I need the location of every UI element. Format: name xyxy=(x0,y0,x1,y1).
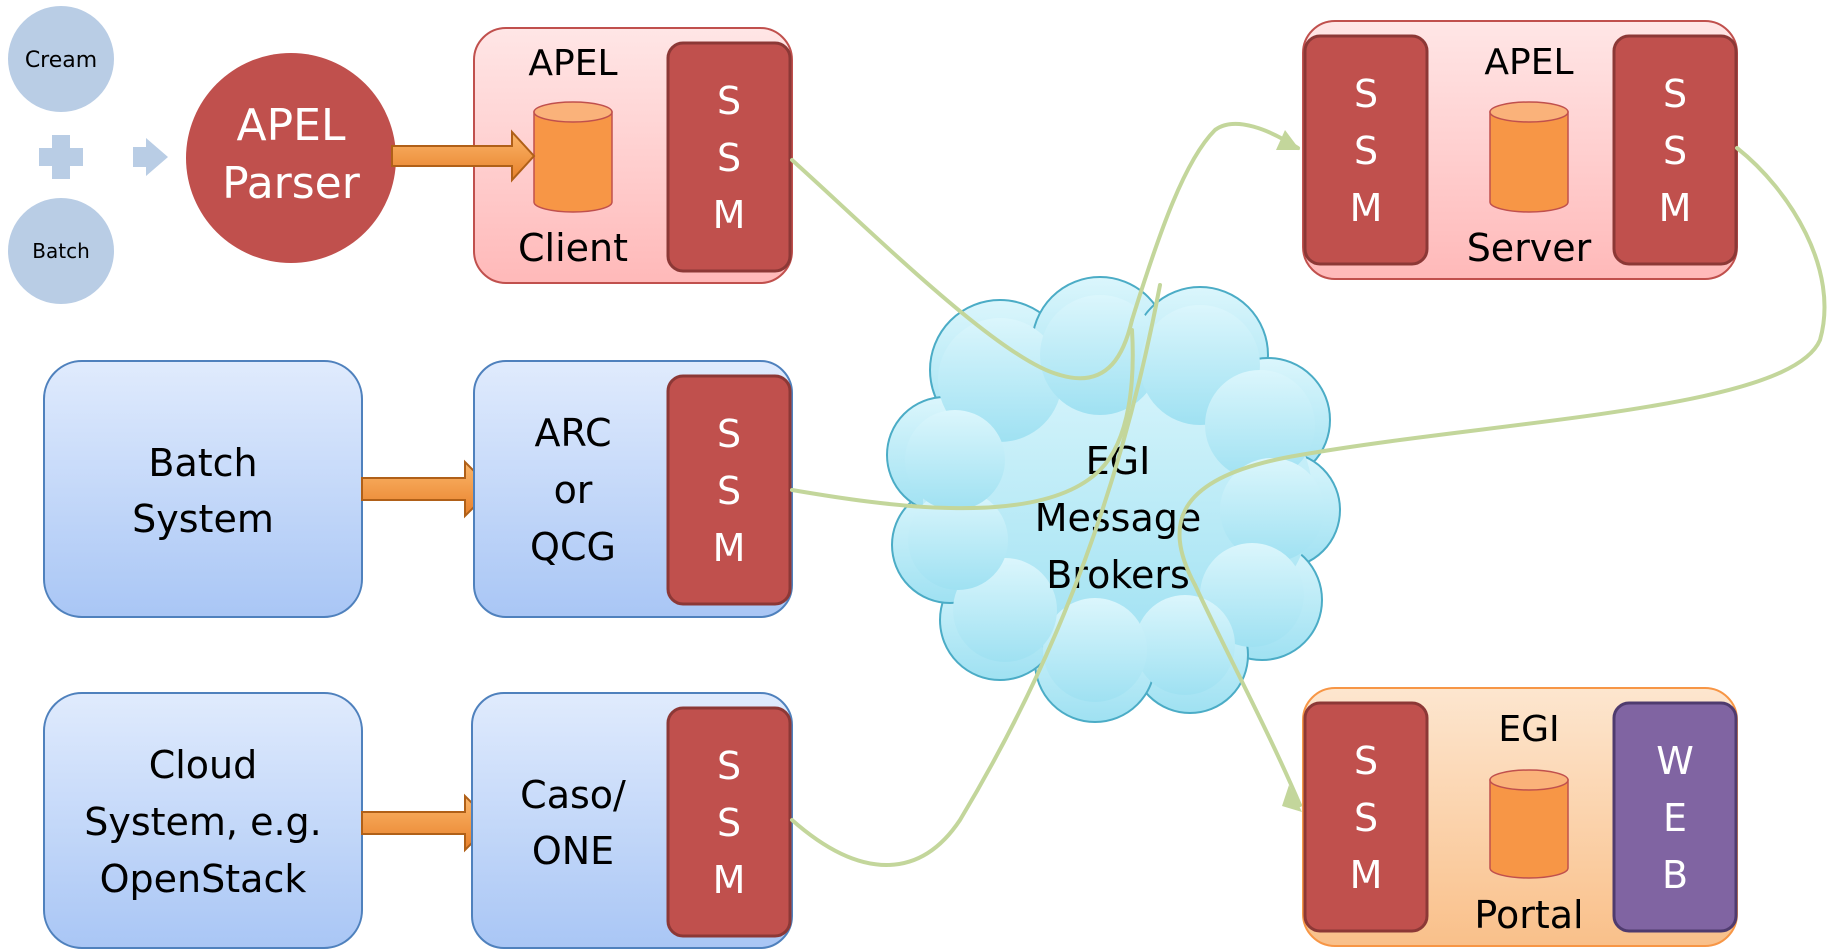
ssm-letter: S xyxy=(717,469,741,513)
ssm-letter: S xyxy=(717,136,741,180)
cream-node: Cream xyxy=(8,6,114,112)
caso-to-broker-connector xyxy=(790,283,1162,867)
arrowhead-icon xyxy=(1282,785,1302,812)
ssm-letter: S xyxy=(1663,72,1687,116)
cloud-system-box: Cloud System, e.g. OpenStack xyxy=(43,692,363,949)
apel-server-caption: Server xyxy=(1467,226,1592,270)
plus-icon xyxy=(39,135,83,179)
client-to-broker-connector xyxy=(790,158,1134,381)
message-broker-cloud: EGI Message Brokers xyxy=(886,276,1341,723)
cloud-system-line1: Cloud xyxy=(149,743,258,787)
cloud-system-line2: System, e.g. xyxy=(84,800,322,844)
ssm-letter: S xyxy=(717,744,741,788)
portal-caption: Portal xyxy=(1474,893,1583,937)
caso-one-box: Caso/ ONE S S M xyxy=(471,692,793,949)
ssm-letter: S xyxy=(717,79,741,123)
arrowhead-icon xyxy=(1276,130,1300,150)
ssm-letter: S xyxy=(717,801,741,845)
caso-line2: ONE xyxy=(532,829,614,873)
arc-qcg-box: ARC or QCG S S M xyxy=(473,360,793,618)
ssm-box: S S M xyxy=(666,41,792,273)
parser-to-client-arrow xyxy=(391,129,536,183)
web-letter: B xyxy=(1662,853,1688,897)
cream-label: Cream xyxy=(25,48,97,73)
ssm-letter: M xyxy=(713,193,746,237)
web-box: W E B xyxy=(1612,701,1738,933)
ssm-letter: S xyxy=(1354,72,1378,116)
broker-to-server-connector xyxy=(1130,121,1300,322)
ssm-box: S S M xyxy=(666,706,792,938)
ssm-letter: S xyxy=(1354,796,1378,840)
arc-line1: ARC xyxy=(534,411,611,455)
parser-line1: APEL xyxy=(237,100,346,151)
database-icon xyxy=(1489,101,1569,213)
batch-node: Batch xyxy=(8,198,114,304)
apel-client-caption: Client xyxy=(518,226,628,270)
ssm-letter: M xyxy=(1350,853,1383,897)
ssm-letter: S xyxy=(1354,129,1378,173)
apel-server-title: APEL xyxy=(1484,42,1573,83)
batch-system-box: Batch System xyxy=(43,360,363,618)
apel-parser-node: APEL Parser xyxy=(186,53,396,263)
broker-line3: Brokers xyxy=(1046,553,1190,597)
broker-line2: Message xyxy=(1035,496,1202,540)
ssm-box: S S M xyxy=(1303,34,1429,266)
database-icon xyxy=(533,101,613,213)
broker-to-portal-connector xyxy=(1193,583,1302,807)
ssm-box: S S M xyxy=(666,374,792,606)
server-to-broker-connector xyxy=(1177,146,1827,587)
arc-line3: QCG xyxy=(530,525,616,569)
ssm-letter: S xyxy=(1663,129,1687,173)
apel-client-title: APEL xyxy=(528,43,617,84)
ssm-letter: M xyxy=(1659,186,1692,230)
arc-line2: or xyxy=(554,468,593,512)
web-letter: W xyxy=(1656,739,1694,783)
apel-server-box: S S M APEL Server S S M xyxy=(1302,20,1738,280)
arc-to-broker-connector xyxy=(790,328,1135,511)
ssm-letter: S xyxy=(1354,739,1378,783)
ssm-box: S S M xyxy=(1303,701,1429,933)
batch-system-line1: Batch xyxy=(148,441,257,485)
ssm-letter: M xyxy=(713,858,746,902)
apel-client-box: APEL Client S S M xyxy=(473,27,793,284)
ssm-letter: M xyxy=(713,526,746,570)
ssm-letter: S xyxy=(717,412,741,456)
batch-to-arc-arrow xyxy=(361,459,494,519)
batch-system-line2: System xyxy=(132,497,274,541)
egi-portal-box: S S M EGI Portal W E B xyxy=(1302,687,1738,947)
caso-line1: Caso/ xyxy=(520,773,626,817)
portal-title: EGI xyxy=(1498,709,1559,750)
right-arrow-icon xyxy=(133,138,168,176)
batch-label: Batch xyxy=(32,239,90,263)
database-icon xyxy=(1489,769,1569,879)
parser-line2: Parser xyxy=(222,158,361,209)
web-letter: E xyxy=(1663,796,1687,840)
ssm-box: S S M xyxy=(1612,34,1738,266)
cloud-system-line3: OpenStack xyxy=(100,857,307,901)
ssm-letter: M xyxy=(1350,186,1383,230)
